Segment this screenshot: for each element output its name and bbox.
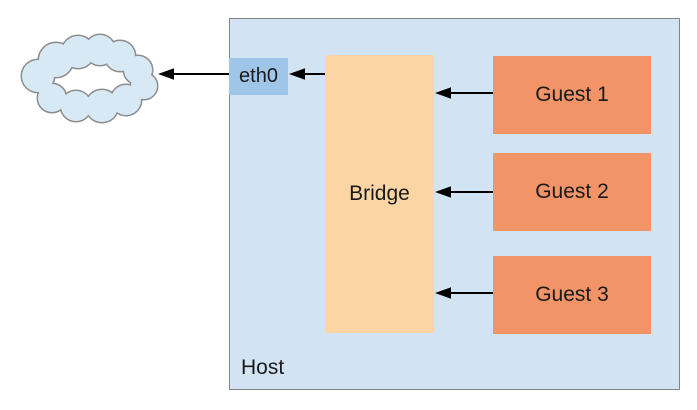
guest-3-box: Guest 3	[493, 256, 651, 334]
eth0-box: eth0	[229, 58, 288, 95]
guest-2-label: Guest 2	[535, 180, 609, 203]
cloud-body	[22, 35, 157, 122]
guest-1-label: Guest 1	[535, 83, 609, 106]
guest-2-box: Guest 2	[493, 153, 651, 231]
cloud-icon	[20, 33, 159, 124]
arrow-eth0-to-cloud	[158, 68, 229, 80]
bridge-label: Bridge	[349, 182, 410, 205]
bridge-box: Bridge	[325, 55, 434, 333]
host-label: Host	[241, 356, 285, 379]
guest-1-box: Guest 1	[493, 56, 651, 134]
guest-3-label: Guest 3	[535, 283, 609, 306]
eth0-label: eth0	[239, 65, 278, 87]
